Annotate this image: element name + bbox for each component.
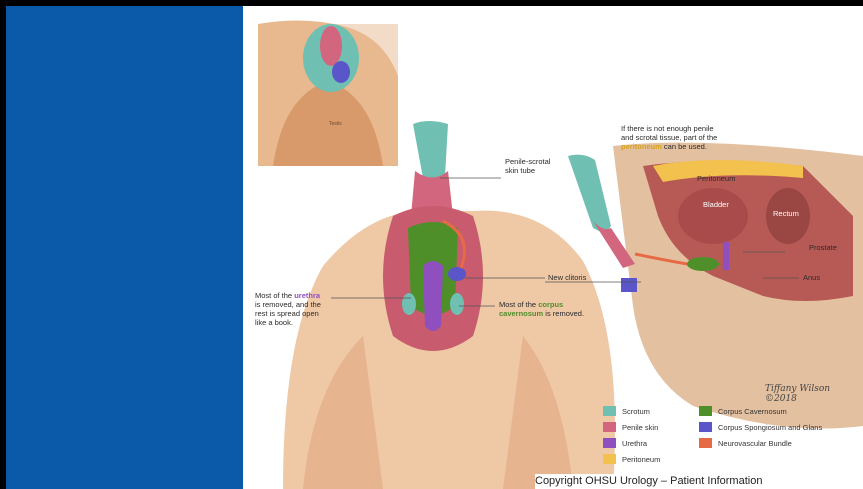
corpus-note-line-1: Most of the corpus bbox=[499, 300, 584, 309]
artist-signature: Tiffany Wilson ©2018 bbox=[765, 384, 863, 404]
legend-label: Scrotum bbox=[622, 407, 650, 416]
peritoneum-note-line-1: If there is not enough penile bbox=[621, 124, 717, 133]
peritoneum-note: If there is not enough penile and scrota… bbox=[621, 124, 717, 151]
bladder-label: Bladder bbox=[703, 200, 729, 209]
copyright-footer: Copyright OHSU Urology – Patient Informa… bbox=[535, 474, 863, 489]
legend-swatch bbox=[699, 422, 712, 432]
legend-swatch bbox=[603, 454, 616, 464]
inset-testis-label: Testis bbox=[329, 120, 342, 129]
legend-swatch bbox=[699, 438, 712, 448]
legend-label: Penile skin bbox=[622, 423, 658, 432]
urethra-highlight: urethra bbox=[294, 291, 320, 300]
cavernosum-highlight: cavernosum bbox=[499, 309, 543, 318]
legend-label: Urethra bbox=[622, 439, 647, 448]
peritoneum-label: Peritoneum bbox=[697, 174, 735, 183]
skin-tube-line-1: Penile-scrotal bbox=[505, 157, 550, 166]
peritoneum-note-line-3: peritoneum can be used. bbox=[621, 142, 717, 151]
legend-swatch bbox=[603, 406, 616, 416]
rectum-label: Rectum bbox=[773, 209, 799, 218]
anus-label: Anus bbox=[803, 273, 820, 282]
peritoneum-note-line-2: and scrotal tissue, part of the bbox=[621, 133, 717, 142]
legend-item-scrotum: Scrotum bbox=[603, 406, 650, 416]
legend-label: Corpus Spongiosum and Glans bbox=[718, 423, 822, 432]
corpus-note-lead: Most of the bbox=[499, 300, 538, 309]
slide: If there is not enough penile and scrota… bbox=[6, 6, 863, 489]
legend-label: Neurovascular Bundle bbox=[718, 439, 792, 448]
prostate-label: Prostate bbox=[809, 243, 837, 252]
inset-frontal-view bbox=[258, 20, 398, 166]
legend-item-corpus-cavernosum: Corpus Cavernosum bbox=[699, 406, 787, 416]
legend-item-urethra: Urethra bbox=[603, 438, 647, 448]
legend-item-neurovascular-bundle: Neurovascular Bundle bbox=[699, 438, 792, 448]
legend-swatch bbox=[699, 406, 712, 416]
corpus-note: Most of the corpus cavernosum is removed… bbox=[499, 300, 584, 318]
urethra-note-line-4: like a book. bbox=[255, 318, 321, 327]
corpus-highlight: corpus bbox=[538, 300, 563, 309]
skin-tube-label: Penile-scrotal skin tube bbox=[505, 157, 550, 175]
side-band bbox=[6, 6, 243, 489]
corpus-note-line-2: cavernosum is removed. bbox=[499, 309, 584, 318]
peritoneum-highlight: peritoneum bbox=[621, 142, 662, 151]
urethra-note-lead: Most of the bbox=[255, 291, 294, 300]
new-clitoris-label: New clitoris bbox=[548, 273, 586, 282]
urethra-note-line-3: rest is spread open bbox=[255, 309, 321, 318]
urethra-note-line-2: is removed, and the bbox=[255, 300, 321, 309]
urethra-note-line-1: Most of the urethra bbox=[255, 291, 321, 300]
legend-item-penile-skin: Penile skin bbox=[603, 422, 658, 432]
legend-label: Corpus Cavernosum bbox=[718, 407, 787, 416]
surgical-illustration: If there is not enough penile and scrota… bbox=[243, 6, 863, 489]
legend-item-peritoneum: Peritoneum bbox=[603, 454, 660, 464]
legend-swatch bbox=[603, 438, 616, 448]
legend-label: Peritoneum bbox=[622, 455, 660, 464]
legend-item-corpus-spongiosum: Corpus Spongiosum and Glans bbox=[699, 422, 822, 432]
corpus-note-tail: is removed. bbox=[543, 309, 584, 318]
skin-tube-line-2: skin tube bbox=[505, 166, 550, 175]
peritoneum-note-tail: can be used. bbox=[662, 142, 707, 151]
legend-swatch bbox=[603, 422, 616, 432]
urethra-note: Most of the urethra is removed, and the … bbox=[255, 291, 321, 327]
color-legend: Scrotum Penile skin Urethra Peritoneum C… bbox=[603, 404, 863, 476]
